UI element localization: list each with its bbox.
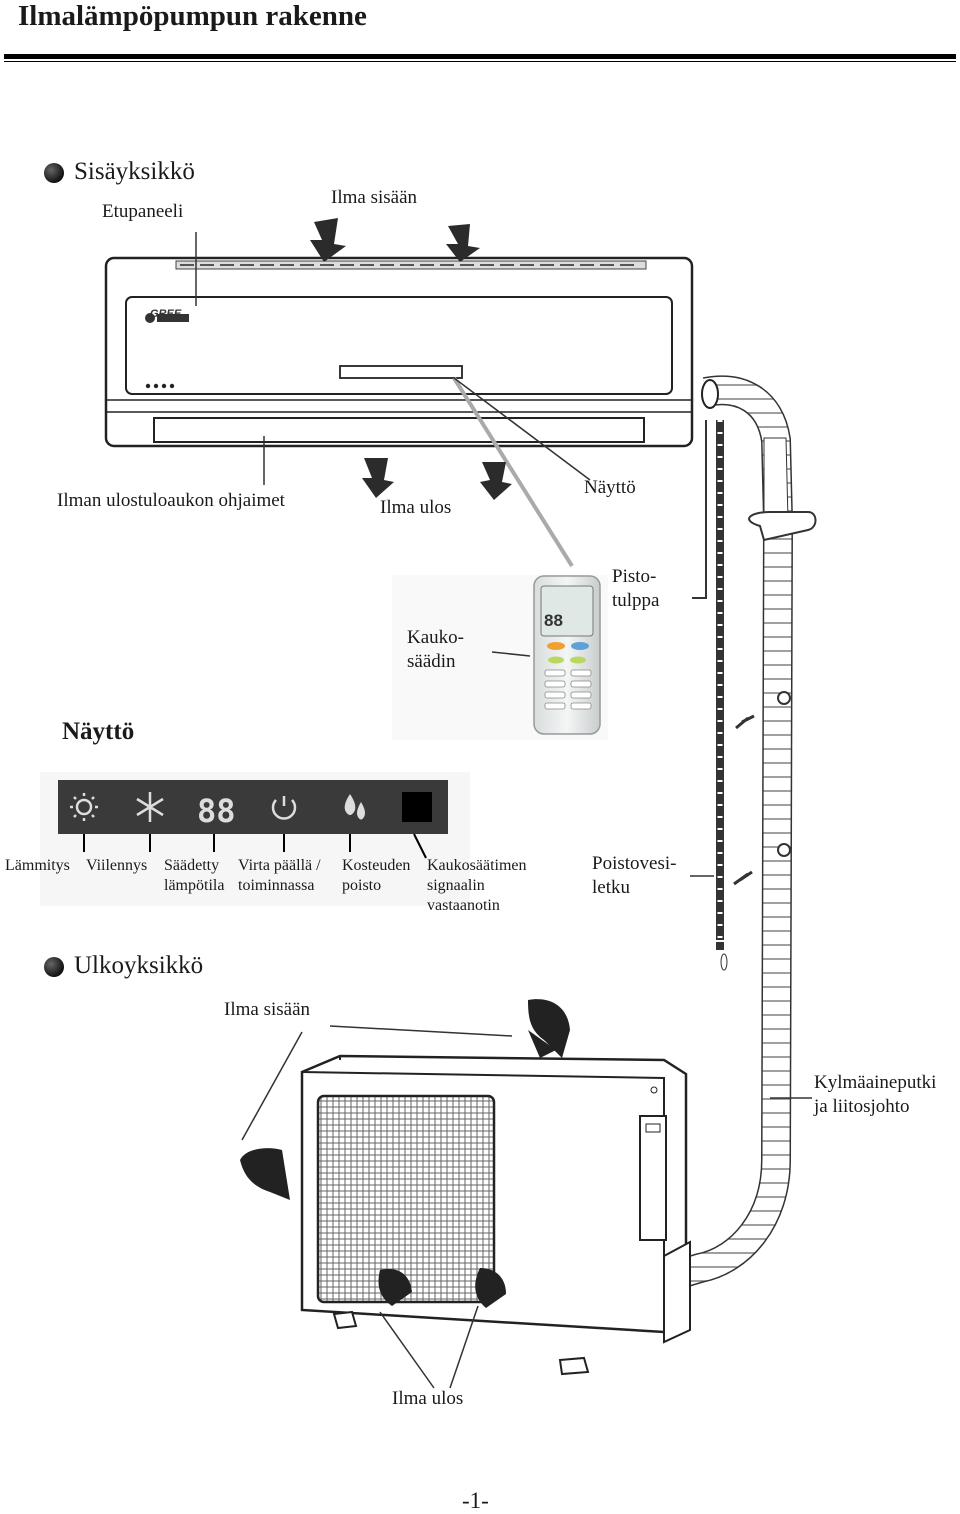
display-heading: Näyttö xyxy=(62,718,135,745)
page-number: -1- xyxy=(462,1488,489,1513)
dry-label-line: poisto xyxy=(342,877,382,894)
title-rule xyxy=(4,54,956,59)
outdoor-heading: Ulkoyksikkö xyxy=(44,952,203,980)
dry-label: Kosteuden poisto xyxy=(342,856,410,896)
power-label-line: toiminnassa xyxy=(238,877,315,894)
cooling-label: Viilennys xyxy=(86,857,148,874)
indoor-unit xyxy=(104,232,694,568)
remote-label-line: Kauko- xyxy=(407,627,464,648)
heating-label: Lämmitys xyxy=(5,857,70,874)
outlet-guides-label: Ilman ulostuloaukon ohjaimet xyxy=(57,490,285,511)
pipes-label-line: Kylmäaineputki xyxy=(814,1072,937,1093)
page-title: Ilmalämpöpumpun rakenne xyxy=(18,0,367,32)
outdoor-air-in-label: Ilma sisään xyxy=(224,999,311,1020)
pipes-label: Kylmäaineputki ja liitosjohto xyxy=(814,1071,936,1119)
plug-label-line: Pisto- xyxy=(612,566,657,587)
gree-logo: GREE xyxy=(150,308,182,320)
bullet-icon xyxy=(44,957,64,978)
drain-hose-label: Poistovesi- letku xyxy=(592,852,676,900)
display-strip: 88 xyxy=(40,772,470,906)
indoor-air-in-label: Ilma sisään xyxy=(331,187,418,208)
outdoor-unit xyxy=(241,1025,812,1389)
drain-hose-label-line: letku xyxy=(592,877,630,898)
power-label-line: Virta päällä / xyxy=(238,857,321,874)
receiver-label-line: Kaukosäätimen xyxy=(427,857,527,874)
receiver-label: Kaukosäätimen signaalin vastaanotin xyxy=(427,856,527,916)
set-temp-label-line: Säädetty xyxy=(164,857,220,874)
plug-label: Pisto- tulppa xyxy=(612,565,660,613)
remote-screen-readout: 88 xyxy=(544,611,563,630)
bullet-icon xyxy=(44,163,64,184)
title-rule-thin xyxy=(4,61,956,62)
outdoor-air-arrows xyxy=(240,999,570,1308)
pipes-label-line: ja liitosjohto xyxy=(814,1096,910,1117)
display-pointer-label: Näyttö xyxy=(584,477,636,498)
set-temp-label-line: lämpötila xyxy=(164,877,225,894)
receiver-label-line: signaalin xyxy=(427,877,485,894)
plug-label-line: tulppa xyxy=(612,590,660,611)
drain-hose-label-line: Poistovesi- xyxy=(592,853,677,874)
indoor-air-out-label: Ilma ulos xyxy=(380,497,452,518)
power-label: Virta päällä / toiminnassa xyxy=(238,856,321,896)
pipes-and-hose xyxy=(655,375,817,1295)
dry-label-line: Kosteuden xyxy=(342,857,411,874)
front-panel-label: Etupaneeli xyxy=(102,201,184,222)
indoor-heading: Sisäyksikkö xyxy=(44,158,195,186)
receiver-label-line: vastaanotin xyxy=(427,897,500,914)
indoor-heading-text: Sisäyksikkö xyxy=(74,158,195,185)
set-temp-label: Säädetty lämpötila xyxy=(164,856,224,896)
display-readout: 88 xyxy=(197,792,236,830)
outdoor-air-out-label: Ilma ulos xyxy=(392,1388,464,1409)
outdoor-heading-text: Ulkoyksikkö xyxy=(74,952,204,979)
indoor-air-arrows xyxy=(310,218,512,500)
remote-label-line: säädin xyxy=(407,651,456,672)
remote-control: 88 xyxy=(392,575,608,740)
remote-label: Kauko- säädin xyxy=(407,626,464,674)
